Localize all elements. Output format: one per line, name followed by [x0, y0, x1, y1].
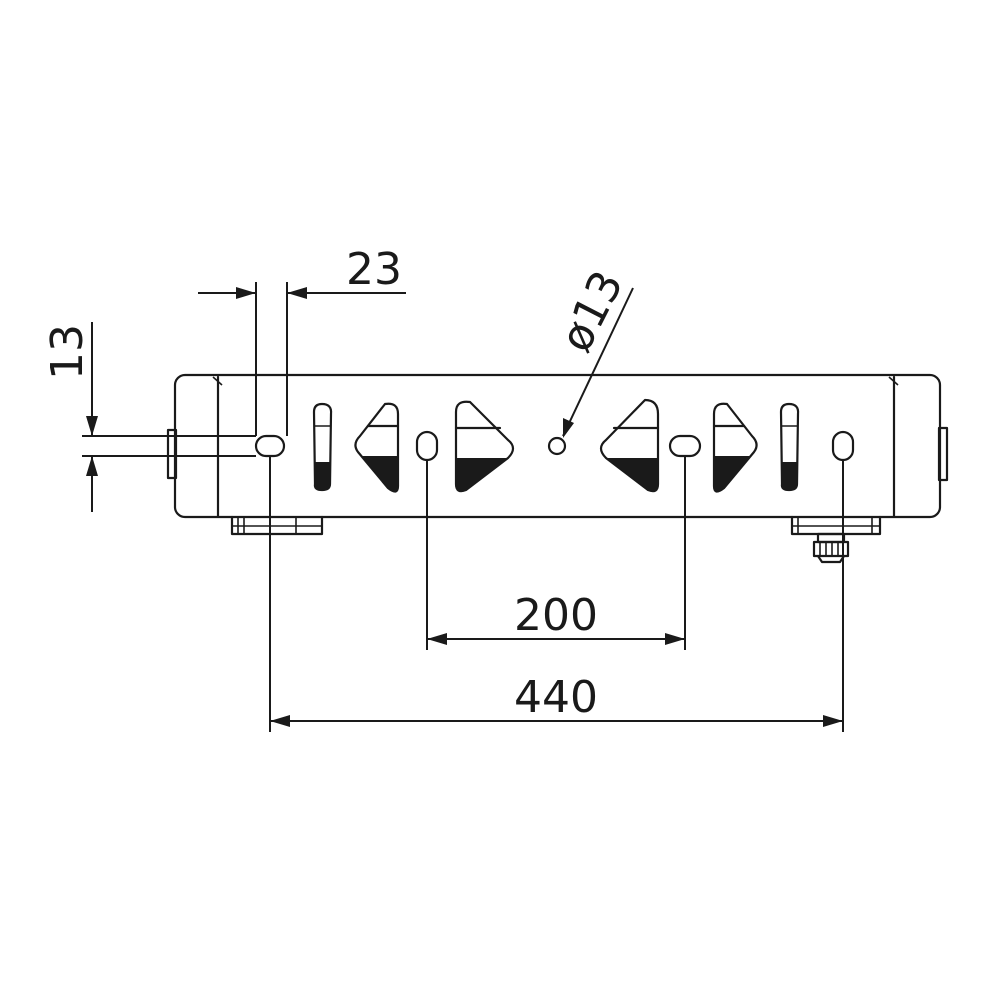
slot-vertical-right	[831, 430, 855, 462]
mounting-foot-right	[790, 515, 882, 536]
mounting-foot-left	[230, 515, 324, 536]
dimension-label-200: 200	[514, 590, 598, 641]
slot-vertical-center-left	[415, 430, 439, 462]
vent-louver-3	[599, 398, 660, 493]
dimension-label-440: 440	[514, 672, 598, 723]
vent-louver-2	[454, 400, 515, 493]
dimension-label-23: 23	[346, 244, 402, 295]
dimension-total-spacing: 440	[269, 456, 844, 732]
dimension-hole-spacing: 200	[426, 456, 686, 650]
slot-horizontal-right	[668, 434, 702, 458]
hole-center	[547, 436, 567, 456]
vent-narrow-left	[312, 402, 333, 492]
housing	[166, 373, 949, 519]
vent-louver-1	[354, 402, 400, 493]
dimension-label-13: 13	[42, 324, 93, 380]
dimension-offset-x: 23	[198, 244, 406, 436]
vent-louver-4	[712, 402, 758, 493]
dimension-offset-y: 13	[42, 322, 256, 512]
dimension-diameter: ø13	[551, 263, 634, 438]
vent-narrow-right	[779, 402, 800, 492]
mounting-holes	[254, 430, 855, 462]
slot-horizontal-left	[254, 434, 286, 458]
vent-openings	[312, 398, 800, 493]
